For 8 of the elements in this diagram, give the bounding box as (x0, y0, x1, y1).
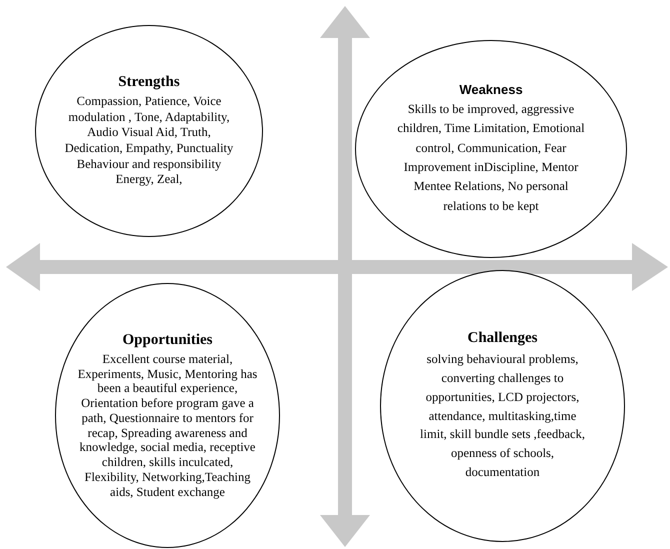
quadrant-heading: Challenges (467, 330, 538, 348)
quadrant-text: Compassion, Patience, Voice modulation , Tone, Adaptability, Audio Visual Aid, Truth, Dedication, Empathy, Punctuality Behaviour and responsibility Energy, Zeal, (64, 94, 234, 188)
quadrant-text: Excellent course material, Experiments, Music, Mentoring has been a beautiful experience, Orientation before program gave a path, Questionnaire to mentors for recap, Spreading awareness and knowledge, social media, receptive children, skills inculcated, Flexibility, Networking,Teaching aids, Student exchange (78, 352, 258, 500)
quadrant-text: Skills to be improved, aggressive children, Time Limitation, Emotional control, Communication, Fear Improvement inDiscipline, Mentor Mentee Relations, No personal relations to be kept (396, 100, 586, 215)
quadrant-text: solving behavioural problems, converting challenges to opportunities, LCD projectors, attendance, multitasking,time limit, skill bundle sets ,feedback, openness of schools, documentation (419, 351, 586, 481)
quadrant-heading: Strengths (118, 74, 180, 92)
quadrant-heading: Opportunities (122, 332, 212, 349)
quadrant-heading: Weakness (459, 82, 523, 97)
